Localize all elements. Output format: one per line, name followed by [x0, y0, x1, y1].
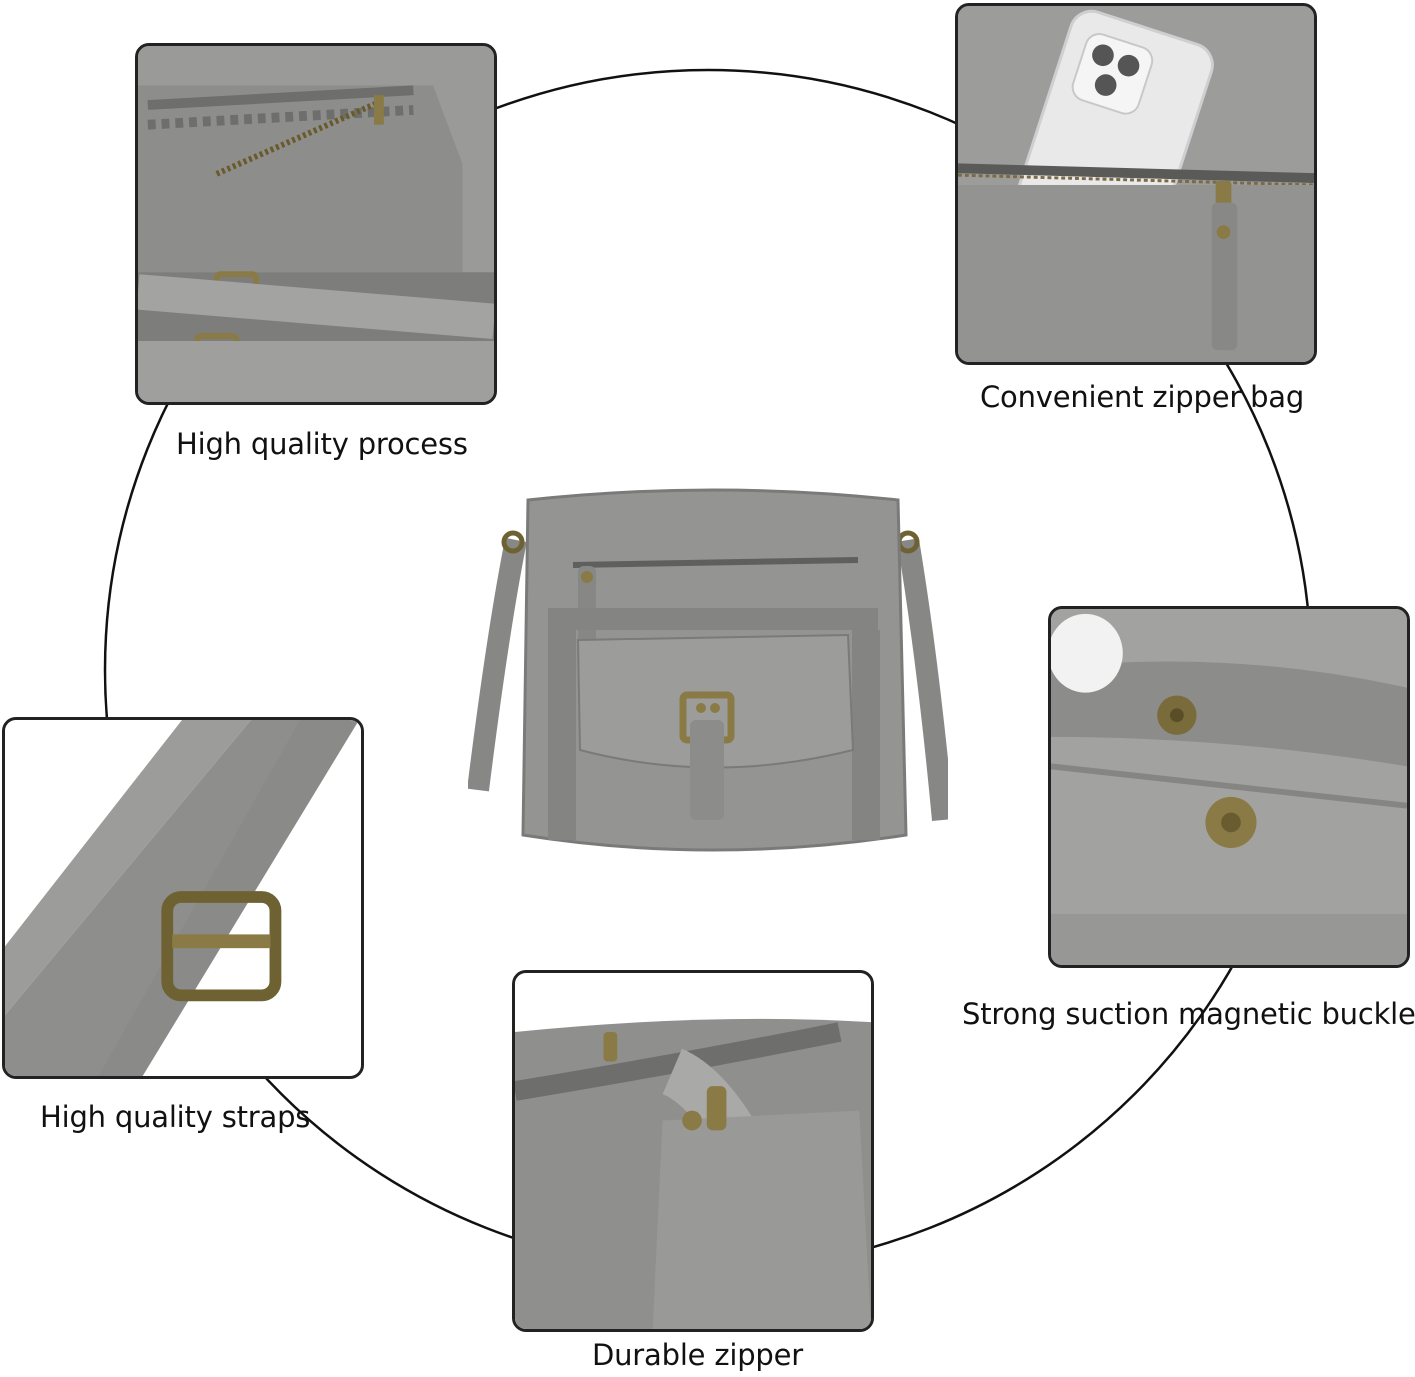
detail-photo-magnetic-buckle — [1048, 606, 1410, 968]
caption-durable-zipper: Durable zipper — [592, 1338, 803, 1372]
crossbody-bag-illustration — [467, 488, 954, 852]
detail-photo-strap — [2, 717, 364, 1079]
caption-magnetic-buckle: Strong suction magnetic buckle — [962, 997, 1415, 1031]
magnetic-buckle-illustration — [1051, 609, 1407, 965]
caption-process: High quality process — [176, 427, 468, 461]
bag-stitching-illustration — [138, 46, 494, 402]
detail-photo-zipper-pocket — [955, 3, 1317, 365]
detail-photo-process — [135, 43, 497, 405]
detail-photo-durable-zipper — [512, 970, 874, 1332]
caption-straps: High quality straps — [40, 1100, 311, 1134]
caption-zipper-bag: Convenient zipper bag — [980, 380, 1305, 414]
main-product-image — [467, 480, 954, 860]
zipper-closeup-illustration — [515, 973, 871, 1329]
phone-in-pocket-illustration — [958, 6, 1314, 362]
strap-buckle-illustration — [5, 720, 361, 1076]
